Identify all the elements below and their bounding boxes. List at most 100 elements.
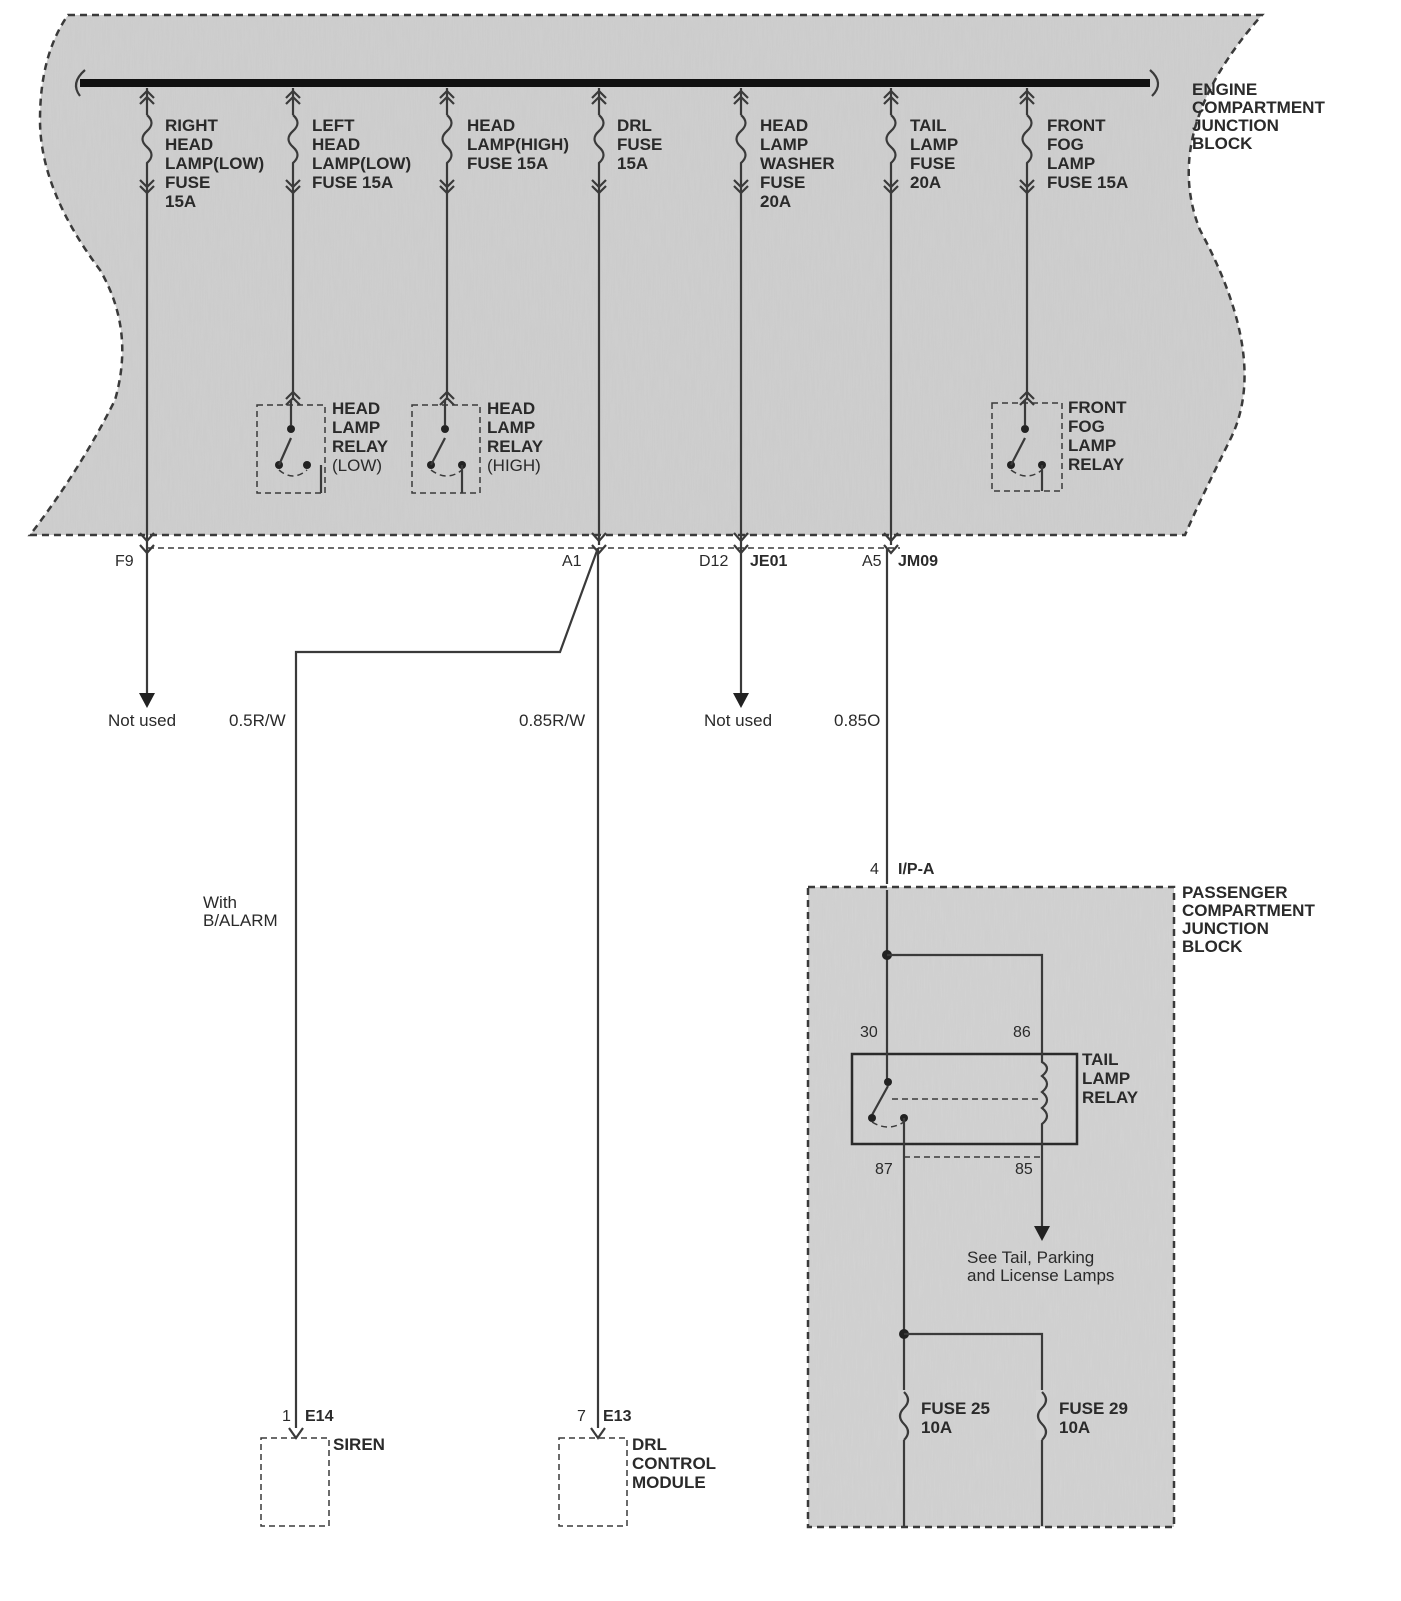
relay-label-line: LAMP [1082,1069,1130,1088]
relay-pin-85: 85 [1015,1161,1033,1178]
terminal-chevron [139,179,155,189]
fuse-29: FUSE 29 10A [1036,1390,1128,1441]
fuse-label-line: FRONT [1047,116,1106,135]
passenger-junction-block: 4 I/P-A PASSENGER COMPARTMENT JUNCTION B… [806,861,1315,1529]
connector-jm09: JM09 [898,553,938,570]
relay-label-line: FRONT [1068,398,1127,417]
pin-a1: A1 [562,553,582,570]
relay-pin-87: 87 [875,1161,893,1178]
option-label: B/ALARM [203,911,278,930]
relay-label-line: TAIL [1082,1050,1119,1069]
relay-label-line: RELAY [487,437,544,456]
drl-module-label-line: CONTROL [632,1454,716,1473]
fuse-element-right-head-lamp-low [141,114,153,170]
relay-front-fog-lamp: FRONT FOG LAMP RELAY [991,398,1127,492]
wire-d12-not-used: Not used [704,545,772,730]
wire-gauge-label: 0.85R/W [519,711,585,730]
fuse-element-head-lamp-washer [735,114,747,170]
fuse-label-line: FUSE 15A [312,173,393,192]
fuse-label-line: LAMP(LOW) [312,154,411,173]
fuse-label-line: 10A [921,1418,952,1437]
fuse-label-head-lamp-high: HEAD LAMP(HIGH) FUSE 15A [467,116,569,173]
fuse-label-front-fog-lamp: FRONT FOG LAMP FUSE 15A [1047,116,1128,192]
relay-head-lamp-low: HEAD LAMP RELAY (LOW) [256,399,389,494]
terminal-chevron [1019,95,1035,105]
fuse-label-line: FUSE [165,173,210,192]
terminal-chevron [591,179,607,189]
fuse-label-line: HEAD [312,135,360,154]
fuse-label-line: FUSE [910,154,955,173]
fuse-label-line: FUSE 29 [1059,1399,1128,1418]
terminal-chevron [139,185,155,195]
fuse-label-line: FOG [1047,135,1084,154]
relay-label-line: RELAY [1082,1088,1139,1107]
connector-e13: E13 [603,1408,632,1425]
fuse-label-line: FUSE 25 [921,1399,990,1418]
fuse-label-line: 20A [760,192,791,211]
fuse-label-line: LEFT [312,116,355,135]
passenger-block-label-line: COMPARTMENT [1182,901,1315,920]
terminal-chevron [1019,179,1035,189]
fuse-label-line: TAIL [910,116,947,135]
connector-ip-a: I/P-A [898,861,935,878]
fuse-element-front-fog-lamp [1021,114,1033,170]
fuse-label-line: RIGHT [165,116,219,135]
terminal-chevron [285,95,301,105]
terminal-chevron [285,89,301,99]
terminal-chevron [285,179,301,189]
relay-label-line: HEAD [487,399,535,418]
not-used-label: Not used [108,711,176,730]
terminal-chevron [733,532,749,543]
terminal-chevron [1019,89,1035,99]
fuse-label-line: 15A [165,192,196,211]
wire-a1-siren: 0.5R/W With B/ALARM [203,547,600,1428]
option-label: With [203,893,237,912]
terminal-chevron [591,185,607,195]
pin-d12: D12 [699,553,728,570]
engine-block-label-line: COMPARTMENT [1192,98,1325,117]
terminal-chevron [733,179,749,189]
fuse-25: FUSE 25 10A [898,1390,990,1441]
drl-module-label-line: MODULE [632,1473,706,1492]
power-bus-bar [74,69,1160,97]
terminal-chevron [733,89,749,99]
fuse-element-tail-lamp [885,114,897,170]
terminal-chevron [591,89,607,99]
passenger-block-label-line: JUNCTION [1182,919,1269,938]
drl-control-module: 7 E13 DRL CONTROL MODULE [558,1408,716,1527]
terminal-chevron [883,179,899,189]
relay-pin-86: 86 [1013,1024,1031,1041]
pin-4: 4 [870,861,879,878]
terminal-chevron [883,89,899,99]
fuse-label-line: LAMP [1047,154,1095,173]
terminal-chevron [439,89,455,99]
terminal-chevron [285,390,301,400]
terminal-chevron [883,95,899,105]
siren-component: 1 E14 SIREN [260,1408,385,1527]
relay-label-line: RELAY [332,437,389,456]
terminal-chevron [733,95,749,105]
terminal-chevron [591,95,607,105]
terminal-chevron [439,179,455,189]
relay-head-lamp-high: HEAD LAMP RELAY (HIGH) [411,399,544,494]
fuse-label-line: FUSE [617,135,662,154]
terminal-chevron [139,89,155,99]
pin-f9: F9 [115,553,134,570]
relay-label-line: (HIGH) [487,456,541,475]
fuse-label-line: FUSE 15A [1047,173,1128,192]
connector-je01: JE01 [750,553,787,570]
terminal-chevron [285,185,301,195]
engine-junction-block [27,13,1265,537]
terminal-chevron [883,185,899,195]
fuse-label-line: LAMP(HIGH) [467,135,569,154]
relay-label-line: (LOW) [332,456,382,475]
fuse-label-line: FUSE [760,173,805,192]
engine-block-label-line: ENGINE [1192,80,1257,99]
terminal-chevron [733,185,749,195]
fuse-label-line: DRL [617,116,652,135]
siren-label: SIREN [333,1435,385,1454]
relay-label-line: HEAD [332,399,380,418]
fuse-label-line: FUSE 15A [467,154,548,173]
engine-block-label: ENGINE COMPARTMENT JUNCTION BLOCK [1192,80,1325,153]
relay-pin-30: 30 [860,1024,878,1041]
